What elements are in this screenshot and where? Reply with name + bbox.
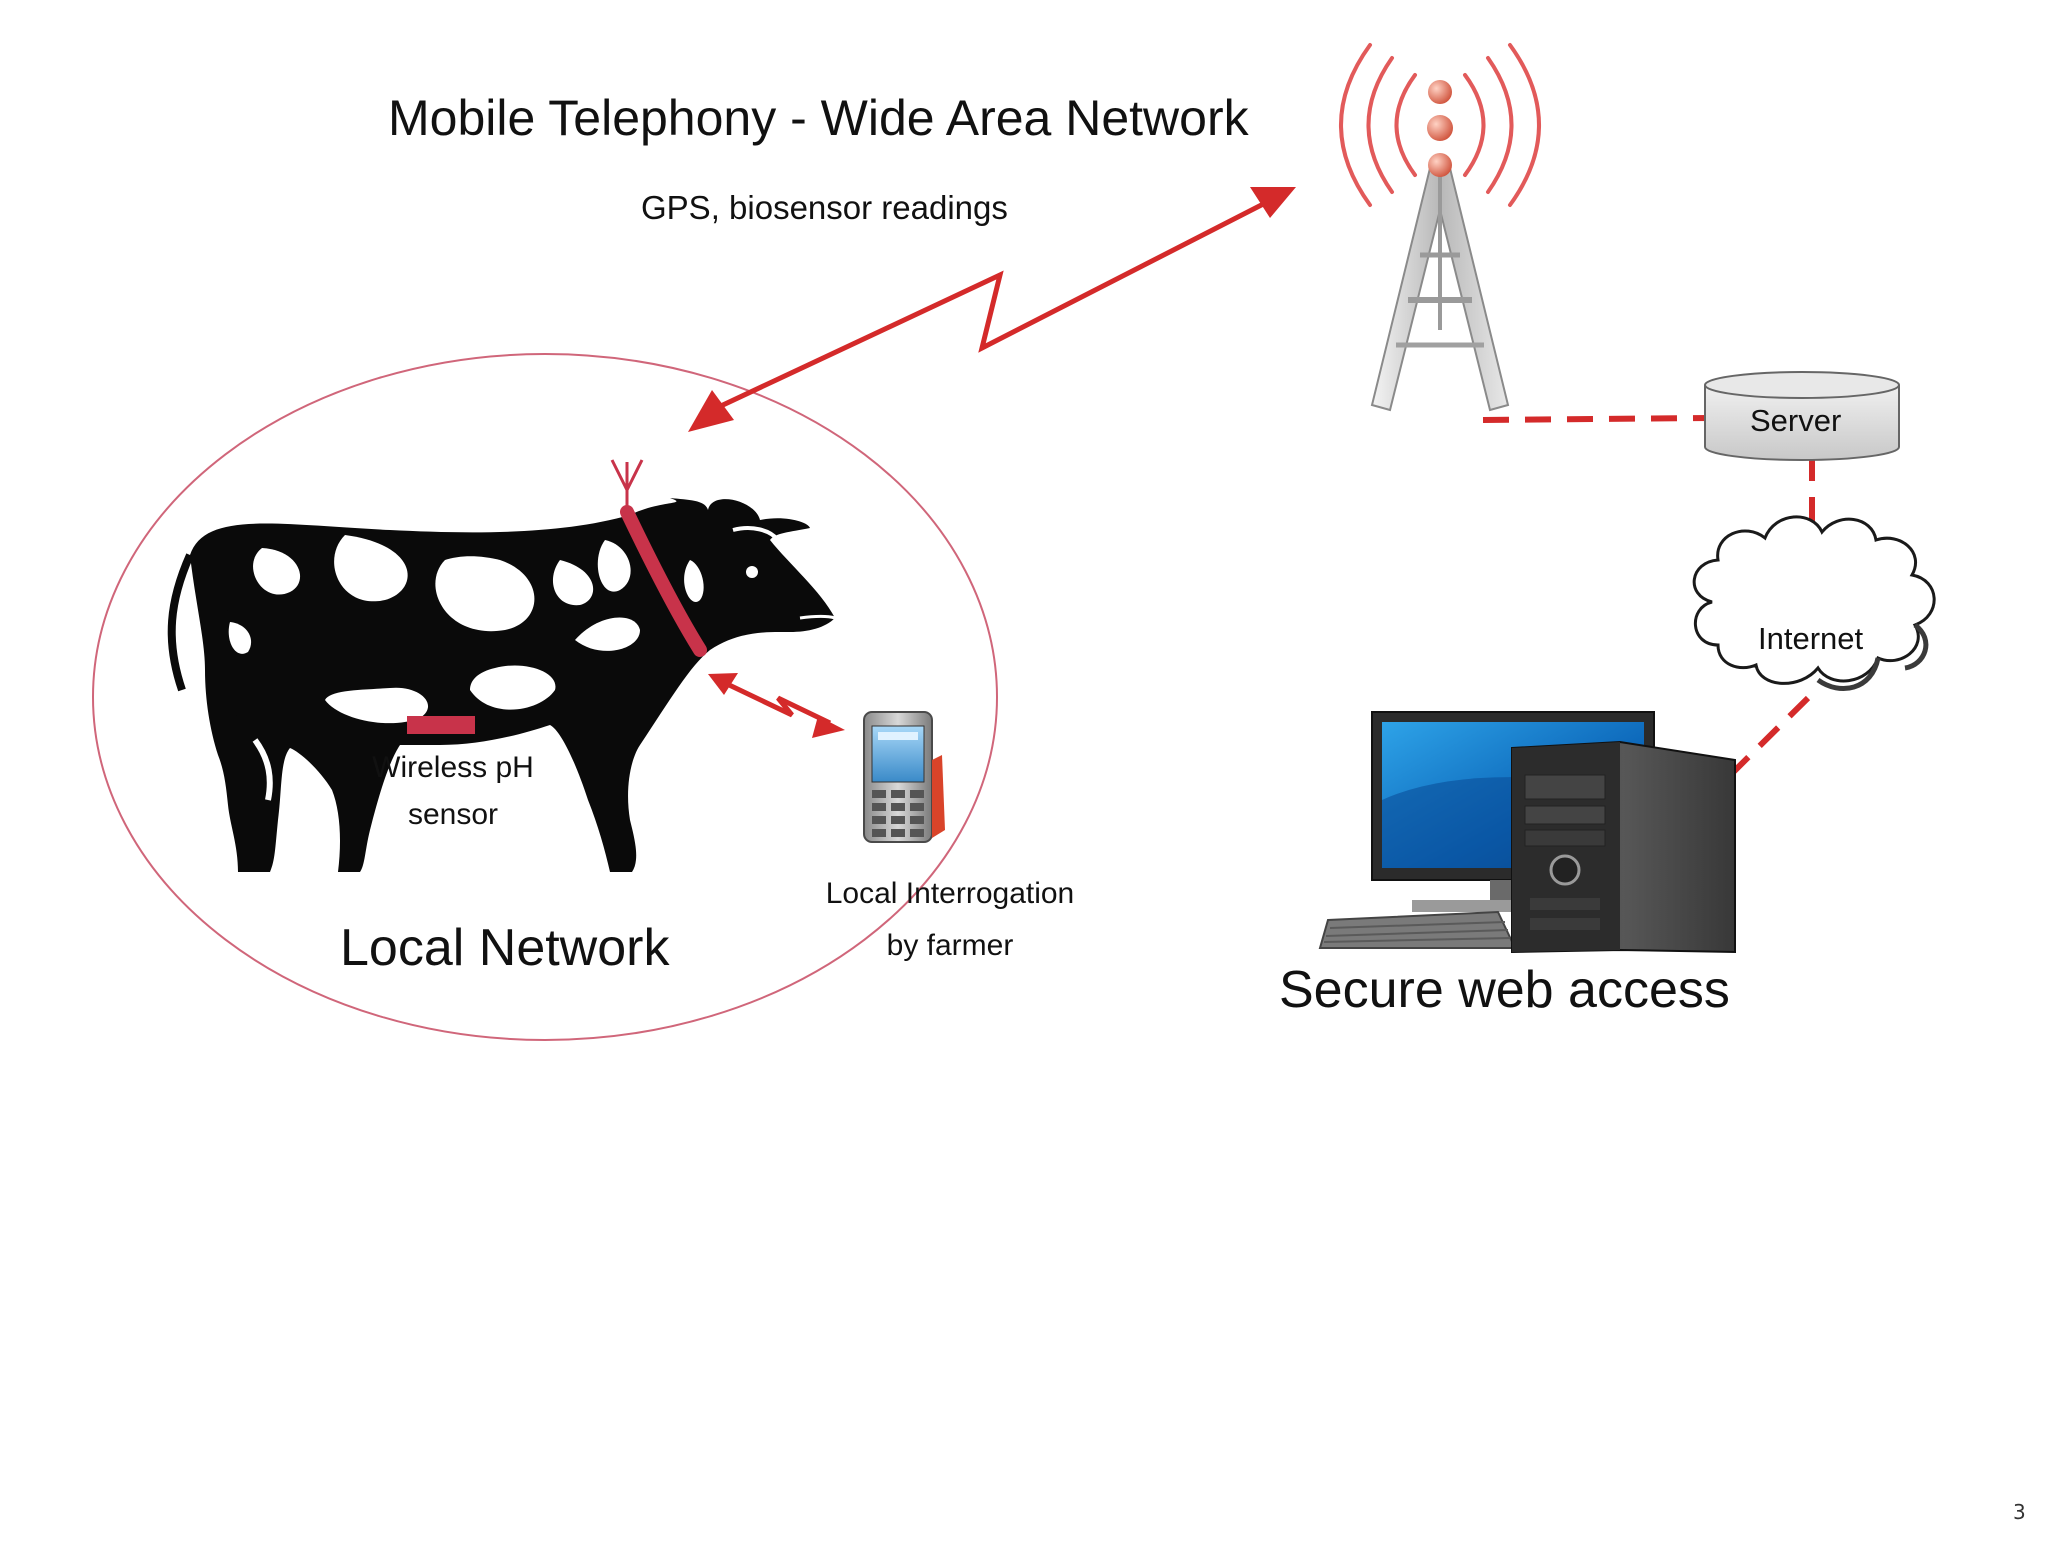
interrogation-label-line2: by farmer [790, 931, 1110, 961]
ph-sensor-marker [407, 716, 475, 734]
web-access-label: Secure web access [1279, 964, 1730, 1016]
desktop-computer-icon [1320, 712, 1735, 952]
sensor-label-line2: sensor [363, 800, 543, 830]
sensor-label-line1: Wireless pH [363, 753, 543, 783]
wan-subtitle: GPS, biosensor readings [641, 191, 1008, 224]
local-link-arrow [708, 673, 845, 738]
phone-icon [864, 712, 945, 842]
interrogation-label-line1: Local Interrogation [790, 879, 1110, 909]
cell-tower-icon [1341, 45, 1539, 410]
local-network-label: Local Network [340, 922, 669, 974]
wan-title: Mobile Telephony - Wide Area Network [388, 93, 1249, 143]
server-label: Server [1750, 405, 1841, 436]
cloud-icon [1694, 517, 1934, 689]
page-number: 3 [2013, 1500, 2026, 1524]
internet-label: Internet [1758, 623, 1863, 654]
